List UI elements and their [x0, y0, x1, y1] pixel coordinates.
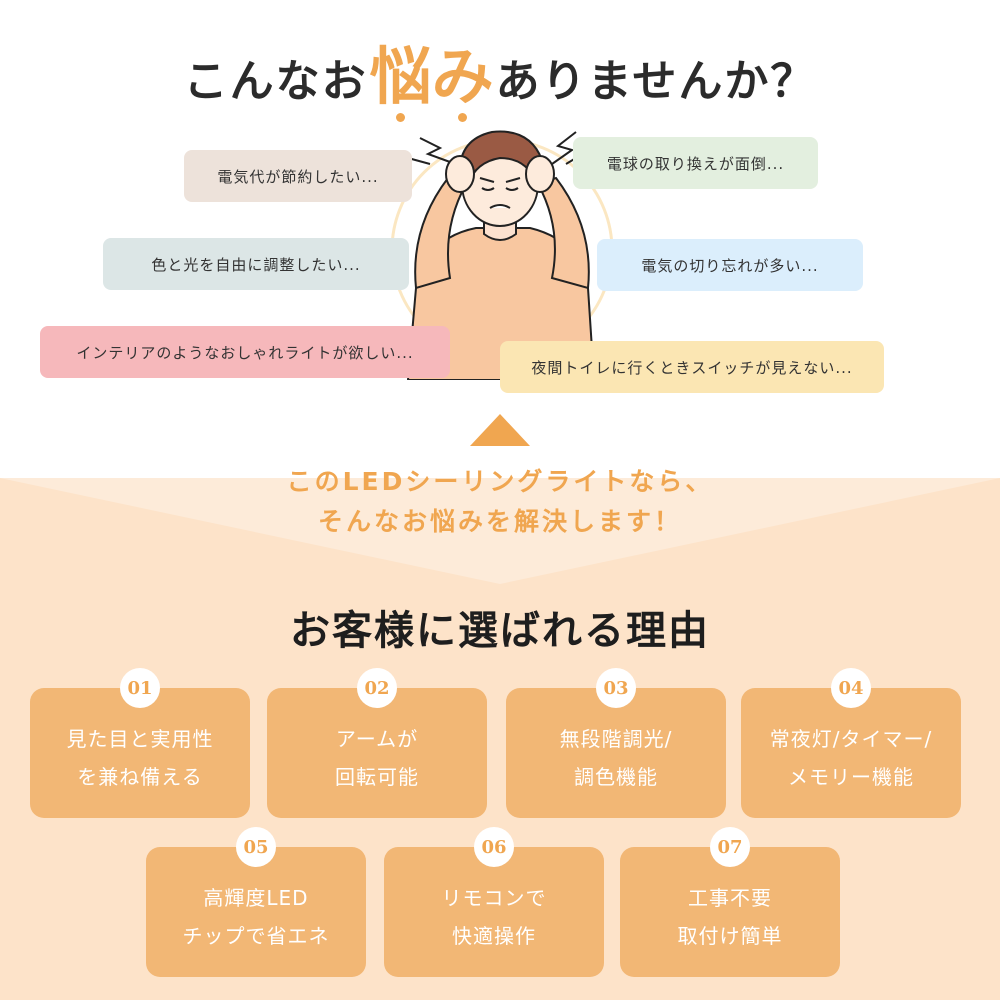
worry-bubble-bulb-replace: 電球の取り換えが面倒...: [573, 137, 818, 189]
arrow-up-icon: [470, 414, 530, 446]
worry-bubble-forget-off: 電気の切り忘れが多い...: [597, 239, 863, 291]
worry-text: 夜間トイレに行くときスイッチが見えない...: [531, 358, 853, 377]
reason-line-2: メモリー機能: [788, 765, 914, 789]
reason-line-1: 常夜灯/タイマー/: [769, 727, 933, 751]
reason-card-01: 01 見た目と実用性 を兼ね備える: [30, 668, 250, 818]
reason-label: 高輝度LED チップで省エネ: [146, 879, 366, 955]
reason-card-07: 07 工事不要 取付け簡単: [620, 827, 840, 977]
reason-number: 04: [831, 668, 871, 708]
headline-accent: 悩み: [369, 40, 494, 122]
reason-line-2: 快適操作: [452, 924, 536, 948]
worry-text: 電球の取り換えが面倒...: [606, 154, 785, 173]
reason-label: 無段階調光/ 調色機能: [506, 720, 726, 796]
emphasis-dots: [370, 113, 494, 122]
worry-bubble-electricity: 電気代が節約したい...: [184, 150, 412, 202]
reason-line-2: 取付け簡単: [677, 924, 783, 948]
solution-line-2: そんなお悩みを解決します！: [317, 507, 682, 536]
reason-card-06: 06 リモコンで 快適操作: [384, 827, 604, 977]
worry-bubble-interior-light: インテリアのようなおしゃれライトが欲しい...: [40, 326, 450, 378]
reason-line-1: 工事不要: [688, 886, 772, 910]
reason-label: 工事不要 取付け簡単: [620, 879, 840, 955]
reason-number: 06: [474, 827, 514, 867]
reason-number: 05: [236, 827, 276, 867]
reason-number: 01: [120, 668, 160, 708]
reasons-title: お客様に選ばれる理由: [290, 608, 710, 654]
headline-accent-text: 悩み: [369, 40, 494, 113]
headline-post: ありませんか？: [495, 56, 817, 107]
reason-card-03: 03 無段階調光/ 調色機能: [506, 668, 726, 818]
worry-text: インテリアのようなおしゃれライトが欲しい...: [76, 343, 414, 362]
reason-number: 03: [596, 668, 636, 708]
reason-card-05: 05 高輝度LED チップで省エネ: [146, 827, 366, 977]
headline-pre: こんなお: [183, 56, 368, 107]
peach-v-shape: [0, 478, 1000, 584]
reason-line-1: 高輝度LED: [203, 886, 309, 910]
reason-label: 常夜灯/タイマー/ メモリー機能: [741, 720, 961, 796]
reason-line-1: アームが: [335, 727, 419, 751]
reason-card-02: 02 アームが 回転可能: [267, 668, 487, 818]
worry-text: 電気代が節約したい...: [217, 167, 379, 186]
headline: こんなお 悩み ありませんか？: [0, 32, 1000, 122]
reason-line-2: を兼ね備える: [77, 765, 203, 789]
reason-label: リモコンで 快適操作: [384, 879, 604, 955]
reason-line-2: チップで省エネ: [182, 924, 330, 948]
reason-line-2: 調色機能: [574, 765, 658, 789]
reason-line-1: リモコンで: [441, 886, 547, 910]
reason-number: 02: [357, 668, 397, 708]
reason-label: アームが 回転可能: [267, 720, 487, 796]
reason-line-2: 回転可能: [335, 765, 419, 789]
worry-bubble-color-light: 色と光を自由に調整したい...: [103, 238, 409, 290]
reason-line-1: 見た目と実用性: [66, 727, 214, 751]
reason-line-1: 無段階調光/: [559, 727, 673, 751]
worry-text: 電気の切り忘れが多い...: [641, 256, 819, 275]
worry-text: 色と光を自由に調整したい...: [151, 255, 361, 274]
worry-bubble-night-switch: 夜間トイレに行くときスイッチが見えない...: [500, 341, 884, 393]
reason-label: 見た目と実用性 を兼ね備える: [30, 720, 250, 796]
reason-card-04: 04 常夜灯/タイマー/ メモリー機能: [741, 668, 961, 818]
reason-number: 07: [710, 827, 750, 867]
solution-message: このLEDシーリングライトなら、 そんなお悩みを解決します！: [0, 462, 1000, 542]
solution-line-1: このLEDシーリングライトなら、: [286, 467, 714, 496]
